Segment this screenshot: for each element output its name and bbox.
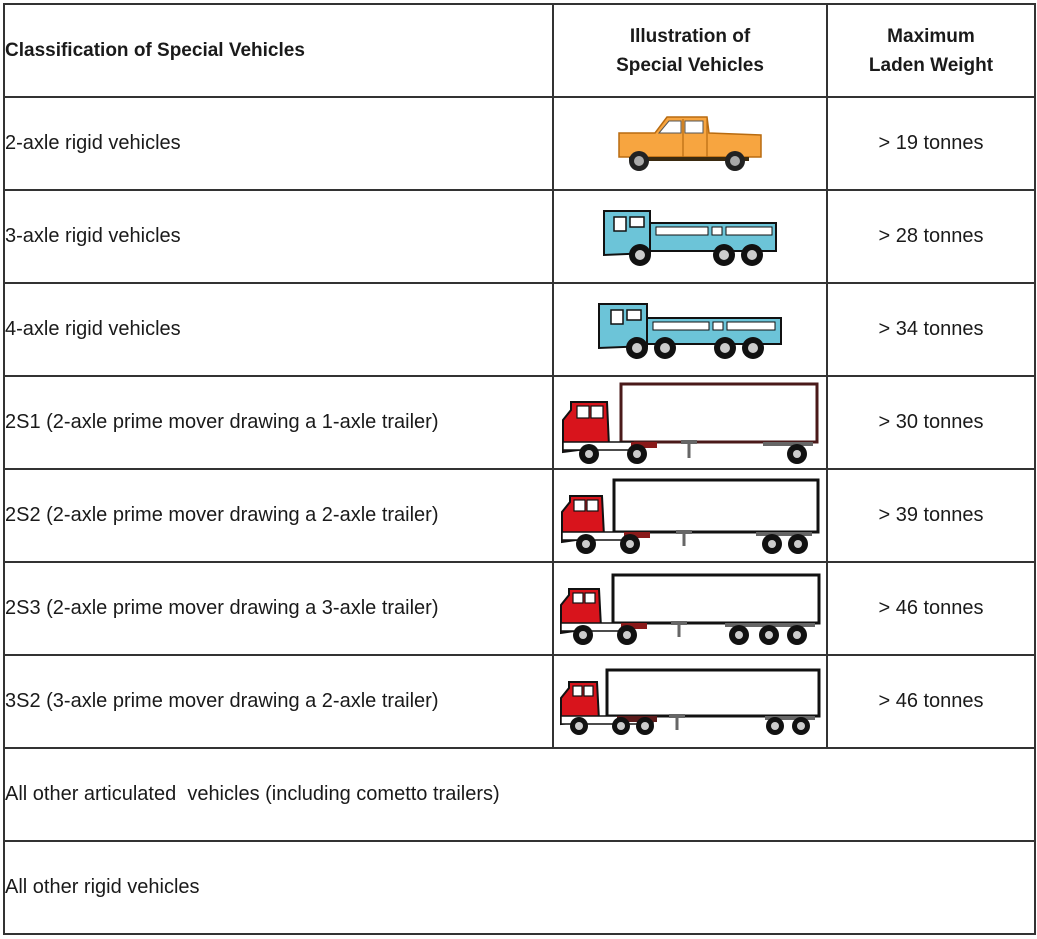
header-classification: Classification of Special Vehicles [3, 3, 554, 98]
table-row-full-width: All other rigid vehicles [3, 840, 1036, 935]
illustration-cell [552, 96, 828, 191]
table-row: 2S3 (2-axle prime mover drawing a 3-axle… [3, 561, 1036, 656]
table-row: 3S2 (3-axle prime mover drawing a 2-axle… [3, 654, 1036, 749]
header-max-laden-weight: Maximum Laden Weight [826, 3, 1036, 98]
header-illustration-line2: Special Vehicles [616, 54, 764, 76]
classification-cell: All other rigid vehicles [3, 840, 1036, 935]
max-laden-weight-cell: > 39 tonnes [826, 468, 1036, 563]
header-illustration-line1: Illustration of [629, 25, 751, 47]
max-laden-weight-cell: > 34 tonnes [826, 282, 1036, 377]
max-laden-weight-cell: > 28 tonnes [826, 189, 1036, 284]
classification-cell: 2S3 (2-axle prime mover drawing a 3-axle… [3, 561, 554, 656]
max-laden-weight-cell: > 46 tonnes [826, 561, 1036, 656]
classification-cell: 4-axle rigid vehicles [3, 282, 554, 377]
table-row: 3-axle rigid vehicles > 28 tonnes [3, 189, 1036, 284]
red-tractor-2-axle-trailer-icon [561, 478, 820, 554]
orange-pickup-truck-icon [618, 115, 762, 171]
table-row: 2-axle rigid vehicles > 19 tonnes [3, 96, 1036, 191]
red-tractor-1-axle-trailer-icon [562, 382, 819, 464]
header-weight-line2: Laden Weight [868, 54, 994, 76]
header-row: Classification of Special Vehicles Illus… [3, 3, 1036, 98]
illustration-cell [552, 189, 828, 284]
header-illustration: Illustration of Special Vehicles [552, 3, 828, 98]
classification-cell: 2-axle rigid vehicles [3, 96, 554, 191]
max-laden-weight-cell: > 46 tonnes [826, 654, 1036, 749]
blue-4-axle-flatbed-truck-icon [598, 302, 782, 359]
red-tractor-3-axle-trailer-icon [560, 573, 821, 645]
table-row: 4-axle rigid vehicles > 34 tonnes [3, 282, 1036, 377]
table-row: 2S1 (2-axle prime mover drawing a 1-axle… [3, 375, 1036, 470]
blue-3-axle-flatbed-truck-icon [603, 209, 777, 266]
illustration-cell [552, 654, 828, 749]
special-vehicles-table: Classification of Special Vehicles Illus… [3, 3, 1036, 935]
classification-cell: All other articulated vehicles (includin… [3, 747, 1036, 842]
classification-cell: 3-axle rigid vehicles [3, 189, 554, 284]
illustration-cell [552, 561, 828, 656]
max-laden-weight-cell: > 30 tonnes [826, 375, 1036, 470]
table-row-full-width: All other articulated vehicles (includin… [3, 747, 1036, 842]
classification-cell: 2S2 (2-axle prime mover drawing a 2-axle… [3, 468, 554, 563]
classification-cell: 2S1 (2-axle prime mover drawing a 1-axle… [3, 375, 554, 470]
red-3-axle-tractor-2-axle-trailer-icon [560, 668, 821, 735]
illustration-cell [552, 468, 828, 563]
table-row: 2S2 (2-axle prime mover drawing a 2-axle… [3, 468, 1036, 563]
illustration-cell [552, 375, 828, 470]
header-weight-line1: Maximum [887, 25, 975, 47]
max-laden-weight-cell: > 19 tonnes [826, 96, 1036, 191]
illustration-cell [552, 282, 828, 377]
classification-cell: 3S2 (3-axle prime mover drawing a 2-axle… [3, 654, 554, 749]
